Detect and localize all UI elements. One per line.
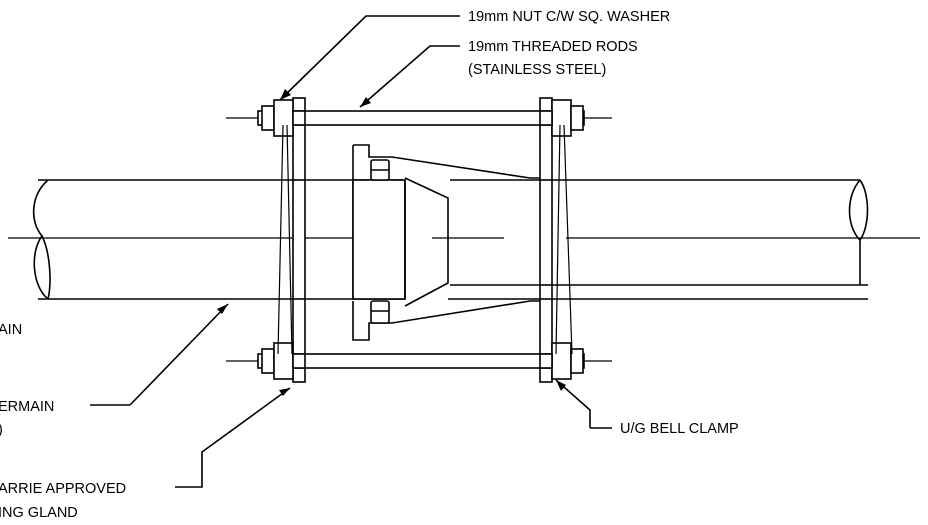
label-bell-clamp: U/G BELL CLAMP [620, 421, 739, 437]
bottom-threaded-rod [226, 342, 612, 380]
gland-ring [352, 179, 406, 300]
arrowhead [217, 304, 228, 314]
tie-lines [277, 124, 573, 355]
label-gland-partial: ARRIE APPROVED [0, 481, 126, 497]
arrowhead [360, 97, 371, 107]
arrowhead [556, 380, 566, 391]
label-nut-washer: 19mm NUT C/W SQ. WASHER [468, 9, 670, 25]
label-stainless-steel: (STAINLESS STEEL) [468, 62, 606, 78]
label-watermain-partial: ERMAIN [0, 399, 54, 415]
right-pipe [450, 179, 869, 286]
arrowhead [280, 89, 291, 100]
labels: 19mm NUT C/W SQ. WASHER 19mm THREADED RO… [0, 9, 739, 521]
label-gland-partial-2: ING GLAND [0, 505, 78, 521]
bell-body [352, 144, 868, 341]
clamp-bars [292, 97, 553, 383]
top-threaded-rod [226, 99, 612, 137]
arrowhead [279, 388, 290, 396]
label-watermain-partial-2: ) [0, 422, 3, 438]
leaders [90, 15, 612, 488]
label-main-partial: AIN [0, 322, 22, 338]
label-threaded-rods: 19mm THREADED RODS [468, 39, 638, 55]
left-pipe [32, 179, 405, 300]
